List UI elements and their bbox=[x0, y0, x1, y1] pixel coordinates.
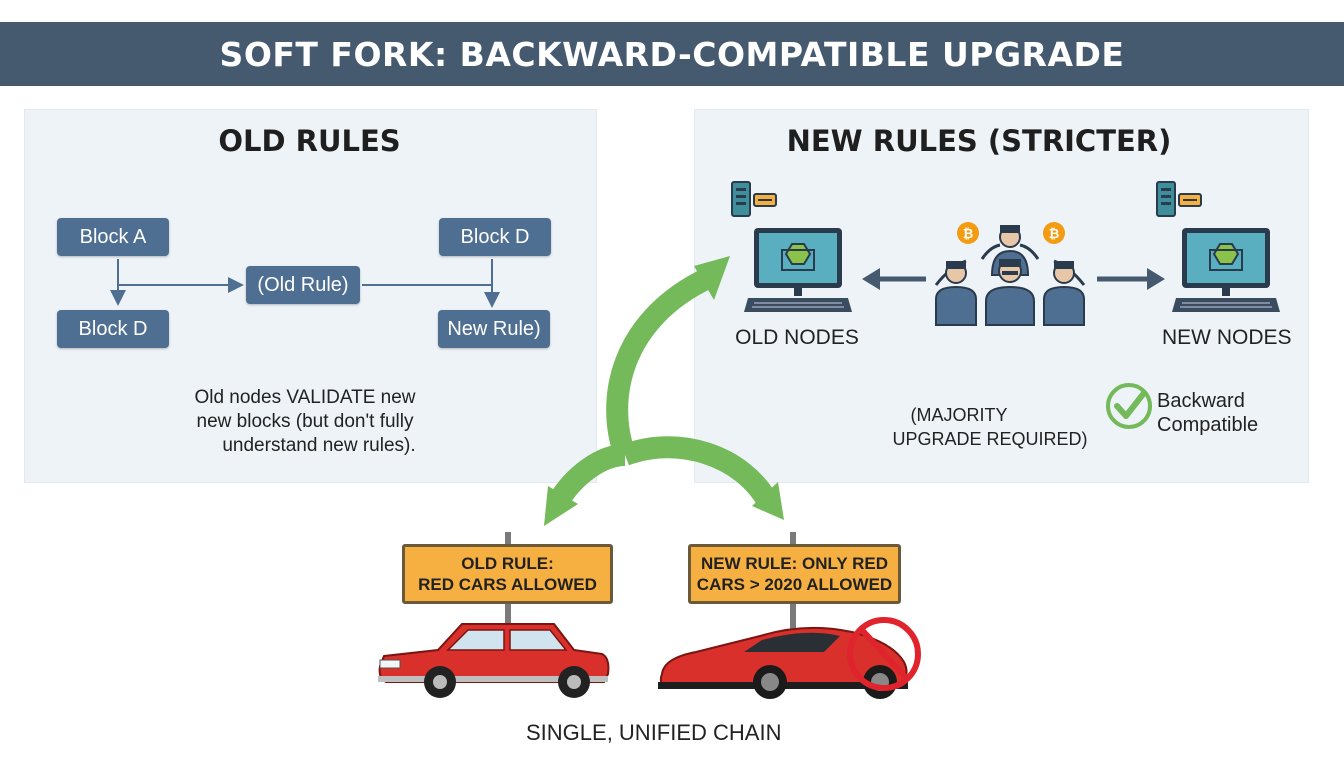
computer-icon bbox=[1172, 228, 1280, 312]
old-nodes-description: Old nodes VALIDATE new new blocks (but d… bbox=[175, 386, 435, 458]
old-nodes-label: OLD NODES bbox=[735, 326, 859, 349]
new-rule-sign-line-1: NEW RULE: ONLY RED bbox=[700, 554, 889, 573]
new-red-car-icon bbox=[658, 626, 908, 699]
old-rule-sign-line-1: OLD RULE: bbox=[461, 554, 554, 573]
old-rules-connectors bbox=[110, 259, 500, 308]
bitcoin-icon: ₿ bbox=[957, 222, 979, 244]
block-a: Block A bbox=[57, 218, 169, 256]
compat-line-2: Compatible bbox=[1157, 414, 1259, 436]
computer-icon bbox=[744, 228, 852, 312]
majority-line-1: (MAJORITY bbox=[910, 405, 1008, 425]
fork-arrow-up bbox=[606, 268, 713, 459]
compat-line-1: Backward bbox=[1157, 390, 1245, 412]
description-line-3: understand new rules). bbox=[222, 435, 416, 456]
old-rule-sign: OLD RULE: RED CARS ALLOWED bbox=[402, 544, 613, 604]
arrow-to-new-nodes bbox=[1097, 268, 1165, 290]
backward-compatible-note: Backward Compatible bbox=[1157, 389, 1267, 437]
new-rule-sign-line-2: CARS > 2020 ALLOWED bbox=[696, 575, 893, 594]
connector-oldrule-to-newrule bbox=[362, 284, 500, 308]
block-old-rule: (Old Rule) bbox=[246, 266, 360, 304]
block-new-rule: New Rule) bbox=[438, 310, 550, 348]
checkmark-icon bbox=[1106, 383, 1152, 429]
page-title: SOFT FORK: BACKWARD-COMPATIBLE UPGRADE bbox=[0, 22, 1344, 86]
new-rule-sign: NEW RULE: ONLY RED CARS > 2020 ALLOWED bbox=[688, 544, 901, 604]
old-red-car-icon bbox=[378, 623, 610, 698]
old-rules-title: OLD RULES bbox=[218, 124, 401, 158]
server-icon bbox=[731, 181, 777, 217]
arrow-to-old-nodes bbox=[862, 268, 926, 290]
block-d-top: Block D bbox=[439, 218, 551, 256]
majority-line-2: UPGRADE REQUIRED) bbox=[892, 429, 1088, 449]
fork-arrows bbox=[544, 256, 784, 526]
new-nodes-label: NEW NODES bbox=[1162, 326, 1292, 349]
miner-group-icon: ₿ ₿ bbox=[934, 222, 1086, 326]
prohibition-icon bbox=[847, 617, 921, 691]
svg-text:₿: ₿ bbox=[963, 227, 974, 242]
new-rules-title: NEW RULES (STRICTER) bbox=[786, 124, 1172, 158]
description-line-2: new blocks (but don't fully bbox=[196, 411, 414, 432]
bitcoin-icon: ₿ bbox=[1043, 222, 1065, 244]
description-line-1: Old nodes VALIDATE new bbox=[194, 387, 416, 408]
server-icon bbox=[1156, 181, 1202, 217]
old-rule-sign-line-2: RED CARS ALLOWED bbox=[418, 575, 597, 594]
fork-arrow-left bbox=[548, 444, 626, 508]
majority-note: (MAJORITY UPGRADE REQUIRED) bbox=[880, 403, 1100, 451]
svg-text:₿: ₿ bbox=[1049, 227, 1060, 242]
block-d-bottom: Block D bbox=[57, 310, 169, 348]
fork-arrow-right bbox=[621, 436, 778, 508]
chain-label: SINGLE, UNIFIED CHAIN bbox=[526, 720, 782, 745]
